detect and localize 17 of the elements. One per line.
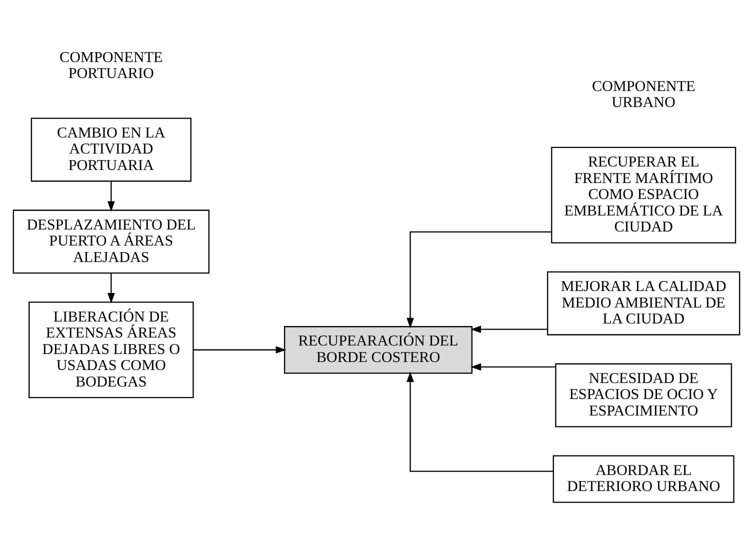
arrow — [193, 346, 286, 354]
arrow — [406, 371, 554, 472]
node-box: DESPLAZAMIENTO DEL PUERTO A ÁREAS ALEJADAS — [12, 209, 210, 274]
label: COMPONENTE URBANO — [592, 78, 696, 111]
node-box: MEJORAR LA CALIDAD MEDIO AMBIENTAL DE LA CIUDAD — [547, 270, 740, 335]
arrow — [470, 325, 548, 332]
node-box: RECUPEARACIÓN DEL BORDE COSTERO — [284, 326, 473, 374]
arrow — [406, 230, 552, 328]
node-box: NECESIDAD DE ESPACIOS DE OCIO Y ESPACIMIENTO — [555, 362, 732, 427]
arrow — [470, 362, 556, 370]
node-box: ABORDAR EL DETERIORO URBANO — [552, 454, 734, 502]
label: COMPONENTE PORTUARIO — [60, 49, 163, 82]
node-box: CAMBIO EN LA ACTIVIDAD PORTUARIA — [30, 117, 192, 182]
node-box: LIBERACIÓN DE EXTENSAS ÁREAS DEJADAS LIBRES O USADAS COMO BODEGAS — [28, 301, 194, 398]
arrow — [107, 273, 115, 304]
node-box: RECUPERAR EL FRENTE MARÍTIMO COMO ESPACIO EMBLEMÁTICO DE LA CIUDAD — [551, 146, 736, 243]
arrow — [107, 180, 115, 212]
